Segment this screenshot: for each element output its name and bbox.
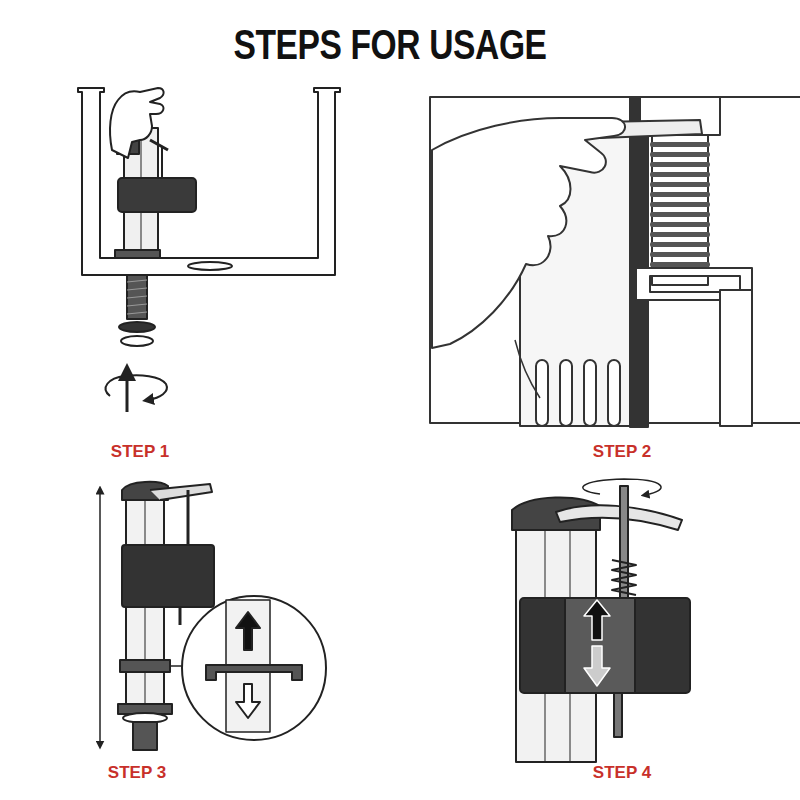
side-post bbox=[720, 290, 752, 426]
thread bbox=[127, 304, 147, 306]
rib bbox=[650, 202, 710, 207]
hand bbox=[110, 88, 164, 158]
turn-arrow bbox=[106, 375, 167, 400]
hand bbox=[432, 118, 625, 348]
rib bbox=[650, 252, 710, 257]
rib bbox=[650, 262, 710, 267]
push-arrow bbox=[126, 372, 129, 412]
step4-illustration bbox=[512, 479, 690, 762]
rib bbox=[650, 172, 710, 177]
float-face bbox=[565, 598, 635, 693]
rib bbox=[650, 142, 710, 147]
rotate-arrow bbox=[583, 479, 661, 495]
slot bbox=[560, 360, 572, 426]
step-label: STEP 4 bbox=[593, 763, 651, 783]
step3-illustration bbox=[100, 482, 326, 750]
cistern-hole bbox=[188, 262, 232, 270]
detail-inset bbox=[182, 596, 326, 740]
valve-arm bbox=[150, 140, 168, 150]
rib bbox=[650, 192, 710, 197]
thread bbox=[127, 312, 147, 314]
threads bbox=[127, 280, 147, 314]
rib bbox=[650, 162, 710, 167]
step1-illustration bbox=[78, 88, 340, 412]
float-cup bbox=[122, 545, 214, 607]
up-arrow bbox=[236, 612, 260, 650]
thread bbox=[127, 288, 147, 290]
down-arrow bbox=[584, 646, 610, 686]
washer bbox=[119, 322, 155, 332]
inset-clip bbox=[206, 665, 302, 680]
down-arrow bbox=[236, 684, 260, 718]
adjust-rod bbox=[161, 146, 163, 178]
ribs bbox=[650, 142, 710, 267]
rib bbox=[650, 212, 710, 217]
float-screw bbox=[179, 607, 182, 625]
rib bbox=[650, 232, 710, 237]
threaded-shank bbox=[133, 722, 157, 750]
rib bbox=[650, 242, 710, 247]
rib bbox=[650, 222, 710, 227]
step2-illustration bbox=[430, 97, 800, 427]
thread bbox=[127, 280, 147, 282]
float-cup bbox=[118, 178, 196, 212]
float-screw bbox=[614, 693, 622, 737]
step-label: STEP 3 bbox=[108, 763, 166, 783]
rib bbox=[650, 182, 710, 187]
dark-bar bbox=[630, 97, 648, 427]
threaded-shank bbox=[127, 275, 147, 319]
nut bbox=[121, 336, 153, 346]
slot bbox=[536, 360, 548, 426]
slot bbox=[584, 360, 596, 426]
spring bbox=[612, 560, 636, 595]
slot bbox=[608, 360, 620, 426]
hand-edge bbox=[515, 340, 540, 398]
height-clip bbox=[120, 660, 170, 672]
rib bbox=[650, 152, 710, 157]
page-title: STEPS FOR USAGE bbox=[233, 21, 546, 69]
slots bbox=[536, 360, 620, 426]
cistern-wall bbox=[78, 88, 340, 275]
leader-line bbox=[170, 665, 182, 667]
adjust-rod bbox=[187, 490, 190, 546]
float-cup bbox=[520, 598, 690, 693]
up-arrow bbox=[584, 600, 610, 640]
thread bbox=[127, 296, 147, 298]
height-dimension bbox=[99, 490, 101, 745]
step-label: STEP 2 bbox=[593, 442, 651, 462]
base-nut bbox=[115, 250, 160, 258]
valve-arm bbox=[150, 484, 212, 500]
step-label: STEP 1 bbox=[111, 442, 169, 462]
